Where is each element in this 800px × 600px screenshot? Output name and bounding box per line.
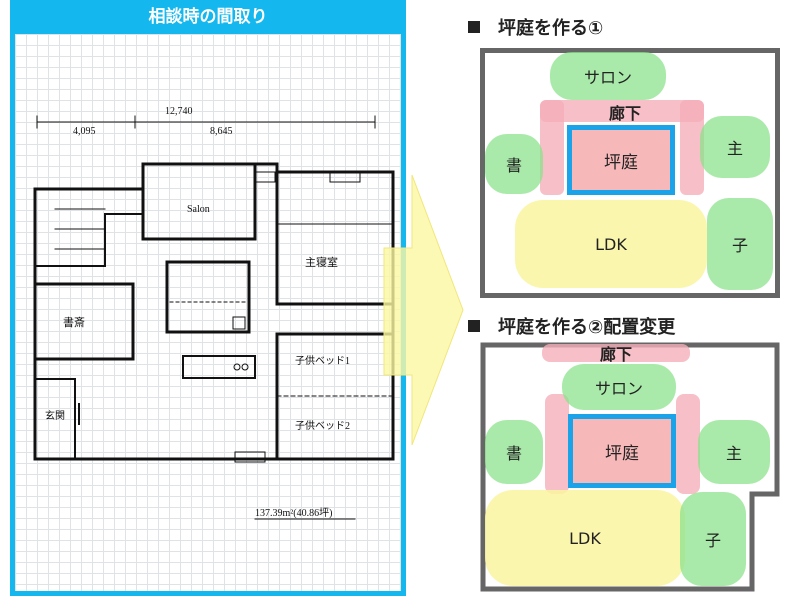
plan1-room-child: 子 (707, 198, 773, 290)
plan1-room-salon: サロン (550, 52, 666, 100)
plan2-corridor-left (545, 394, 569, 494)
plan1-room-study: 書 (485, 134, 543, 194)
dim-total: 12,740 (165, 106, 193, 117)
label-salon: Salon (187, 204, 210, 215)
plan2-room-child: 子 (680, 492, 746, 586)
plan2: 廊下 サロン 書 坪庭 主 LDK 子 (480, 342, 780, 592)
plan2-corridor-top (542, 344, 690, 362)
floor-plan-sketch: 12,740 4,095 8,645 Salon 書斎 主寝室 子供ベッド1 子… (15, 34, 401, 591)
label-kids2: 子供ベッド2 (295, 419, 350, 432)
plan2-corridor-label: 廊下 (599, 345, 632, 364)
plan2-room-master: 主 (698, 420, 770, 484)
plan2-outline (480, 342, 780, 592)
plan2-courtyard: 坪庭 (568, 414, 676, 488)
plan1-room-ldk: LDK (515, 200, 707, 288)
plan1-courtyard: 坪庭 (567, 125, 675, 195)
sketch-drawing: 12,740 4,095 8,645 Salon 書斎 主寝室 子供ベッド1 子… (33, 106, 395, 520)
panel-title: 相談時の間取り (148, 7, 268, 27)
plan1: 廊下 サロン 書 坪庭 主 LDK 子 (480, 48, 780, 298)
plan2-room-salon: サロン (562, 364, 676, 410)
label-area: 137.39m²(40.86坪) (255, 506, 332, 519)
plan1-outline (480, 48, 780, 298)
dim-right: 8,645 (210, 126, 233, 137)
plan2-corridor-right (676, 394, 700, 494)
plan2-room-study: 書 (485, 420, 543, 484)
label-hall: 玄関 (45, 409, 65, 422)
plan2-title: 坪庭を作る②配置変更 (468, 313, 675, 339)
label-kids1: 子供ベッド1 (295, 354, 350, 367)
plan1-corridor-label: 廊下 (608, 104, 641, 123)
plan2-room-ldk: LDK (485, 490, 685, 586)
consultation-plan-panel: 相談時の間取り (10, 0, 406, 596)
plan1-title: 坪庭を作る① (468, 14, 603, 40)
label-study: 書斎 (63, 315, 85, 329)
label-master: 主寝室 (305, 255, 338, 269)
dim-left: 4,095 (73, 126, 96, 137)
plan1-corridor-left (540, 100, 564, 195)
plan1-room-master: 主 (700, 116, 770, 178)
square-bullet-icon (468, 21, 480, 33)
square-bullet-icon (468, 320, 480, 332)
plan1-corridor-top (540, 100, 704, 122)
